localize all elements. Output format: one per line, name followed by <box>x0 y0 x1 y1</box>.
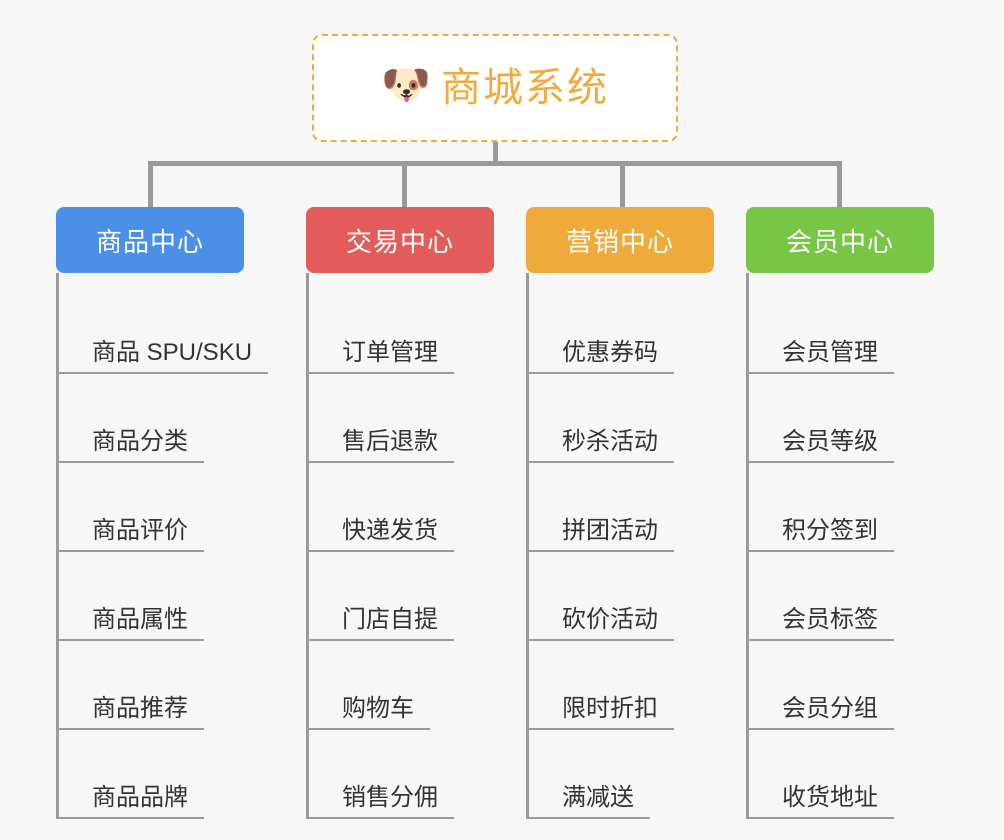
leaf-item-label: 会员标签 <box>749 606 894 641</box>
category-column: 交易中心订单管理售后退款快递发货门店自提购物车销售分佣 <box>306 207 494 819</box>
leaf-item[interactable]: 收货地址 <box>749 730 934 819</box>
leaf-item-label: 快递发货 <box>309 517 454 552</box>
leaf-item-label: 售后退款 <box>309 428 454 463</box>
category-column: 营销中心优惠券码秒杀活动拼团活动砍价活动限时折扣满减送 <box>526 207 714 819</box>
root-node[interactable]: 🐶 商城系统 <box>312 34 678 142</box>
leaf-item[interactable]: 购物车 <box>309 641 494 730</box>
leaf-item-label: 砍价活动 <box>529 606 674 641</box>
leaf-item-label: 商品分类 <box>59 428 204 463</box>
leaf-item[interactable]: 商品评价 <box>59 463 244 552</box>
category-column: 会员中心会员管理会员等级积分签到会员标签会员分组收货地址 <box>746 207 934 819</box>
connector-drop-4 <box>837 161 842 207</box>
leaf-item-label: 拼团活动 <box>529 517 674 552</box>
leaf-item-label: 销售分佣 <box>309 784 454 819</box>
leaf-item[interactable]: 限时折扣 <box>529 641 714 730</box>
leaf-item[interactable]: 销售分佣 <box>309 730 494 819</box>
leaf-item[interactable]: 商品属性 <box>59 552 244 641</box>
leaf-item-label: 满减送 <box>529 784 650 819</box>
leaf-item-label: 会员等级 <box>749 428 894 463</box>
leaf-item[interactable]: 商品品牌 <box>59 730 244 819</box>
connector-root-stem <box>493 142 498 164</box>
category-node[interactable]: 交易中心 <box>306 207 494 273</box>
leaf-list: 商品 SPU/SKU 商品分类商品评价商品属性商品推荐商品品牌 <box>56 273 269 819</box>
leaf-item[interactable]: 商品 SPU/SKU <box>59 285 269 374</box>
leaf-item[interactable]: 商品推荐 <box>59 641 244 730</box>
leaf-item[interactable]: 会员分组 <box>749 641 934 730</box>
category-node[interactable]: 营销中心 <box>526 207 714 273</box>
category-column: 商品中心商品 SPU/SKU 商品分类商品评价商品属性商品推荐商品品牌 <box>56 207 269 819</box>
leaf-list: 会员管理会员等级积分签到会员标签会员分组收货地址 <box>746 273 934 819</box>
leaf-item[interactable]: 会员管理 <box>749 285 934 374</box>
connector-drop-3 <box>620 161 625 207</box>
leaf-item-label: 门店自提 <box>309 606 454 641</box>
leaf-item-label: 积分签到 <box>749 517 894 552</box>
connector-horizontal-bus <box>150 161 839 166</box>
leaf-item-label: 会员分组 <box>749 695 894 730</box>
leaf-item[interactable]: 快递发货 <box>309 463 494 552</box>
leaf-item-label: 商品评价 <box>59 517 204 552</box>
category-node[interactable]: 会员中心 <box>746 207 934 273</box>
leaf-item-label: 商品推荐 <box>59 695 204 730</box>
leaf-item-label: 会员管理 <box>749 339 894 374</box>
category-node[interactable]: 商品中心 <box>56 207 244 273</box>
leaf-item[interactable]: 秒杀活动 <box>529 374 714 463</box>
leaf-item[interactable]: 拼团活动 <box>529 463 714 552</box>
leaf-item-label: 商品属性 <box>59 606 204 641</box>
leaf-item[interactable]: 优惠券码 <box>529 285 714 374</box>
leaf-item-label: 购物车 <box>309 695 430 730</box>
connector-drop-1 <box>148 161 153 207</box>
leaf-item[interactable]: 会员等级 <box>749 374 934 463</box>
leaf-item-label: 收货地址 <box>749 784 894 819</box>
leaf-list: 订单管理售后退款快递发货门店自提购物车销售分佣 <box>306 273 494 819</box>
leaf-item[interactable]: 售后退款 <box>309 374 494 463</box>
leaf-item-label: 订单管理 <box>309 339 454 374</box>
connector-drop-2 <box>402 161 407 207</box>
leaf-item-label: 商品 SPU/SKU <box>59 339 269 374</box>
leaf-item[interactable]: 门店自提 <box>309 552 494 641</box>
leaf-item[interactable]: 满减送 <box>529 730 714 819</box>
leaf-item-label: 限时折扣 <box>529 695 674 730</box>
root-title: 商城系统 <box>441 66 609 110</box>
dog-face-icon: 🐶 <box>381 63 431 107</box>
leaf-item[interactable]: 会员标签 <box>749 552 934 641</box>
leaf-item[interactable]: 积分签到 <box>749 463 934 552</box>
leaf-item-label: 优惠券码 <box>529 339 674 374</box>
leaf-item-label: 商品品牌 <box>59 784 204 819</box>
leaf-item[interactable]: 订单管理 <box>309 285 494 374</box>
leaf-item-label: 秒杀活动 <box>529 428 674 463</box>
leaf-item[interactable]: 砍价活动 <box>529 552 714 641</box>
leaf-list: 优惠券码秒杀活动拼团活动砍价活动限时折扣满减送 <box>526 273 714 819</box>
leaf-item[interactable]: 商品分类 <box>59 374 244 463</box>
